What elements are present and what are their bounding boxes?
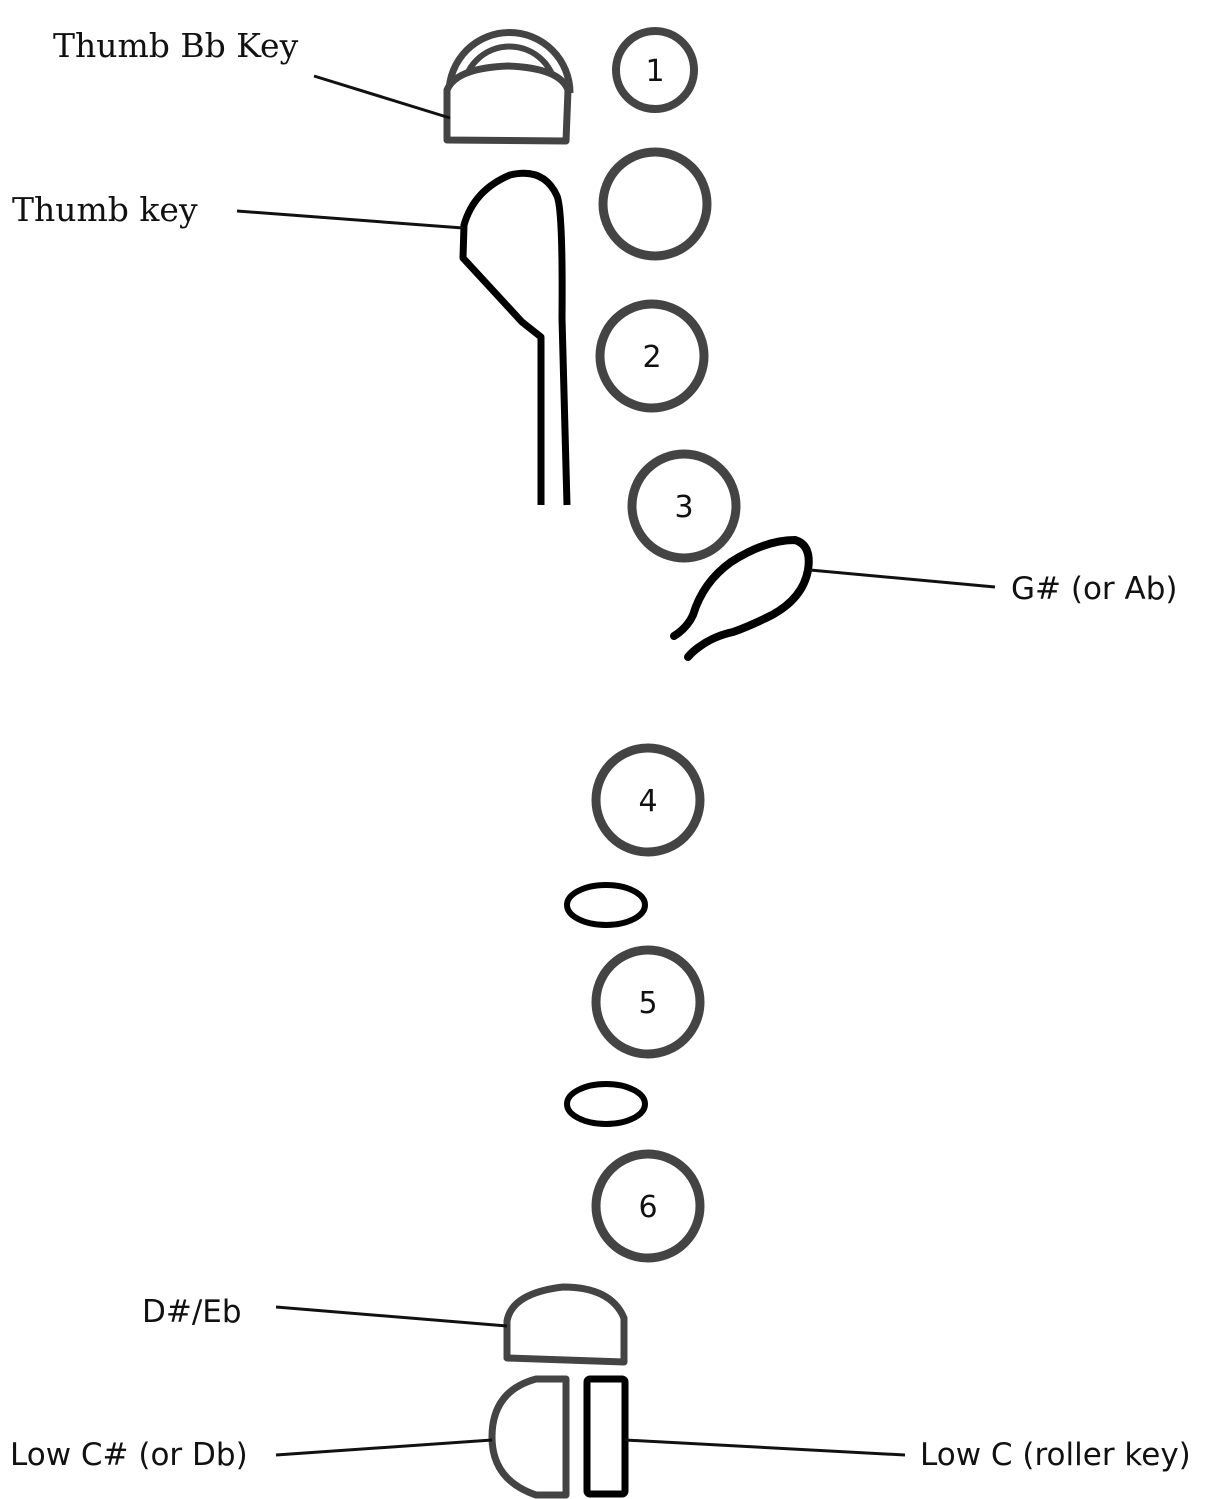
- thumb-key-label: Thumb key: [12, 190, 198, 229]
- tone-hole-6-number: 6: [638, 1190, 657, 1225]
- d-sharp-key: [503, 1283, 628, 1366]
- tone-hole-4-number: 4: [638, 784, 657, 819]
- g-sharp-label: G# (or Ab): [1011, 571, 1178, 607]
- thumb-bb-key-leader: [313, 74, 451, 120]
- tone-hole-3-number: 3: [674, 490, 693, 525]
- low-c-sharp-key: [488, 1375, 570, 1499]
- low-c-leader: [624, 1438, 906, 1457]
- thumb-key: [459, 169, 571, 506]
- thumb-bb-key: [443, 29, 574, 145]
- tone-hole-5-number: 5: [638, 986, 657, 1021]
- tone-hole-4: [591, 743, 705, 857]
- tone-hole-1: [612, 27, 698, 113]
- g-sharp-leader: [809, 568, 996, 589]
- tone-hole-5: [591, 945, 705, 1059]
- thumb-bb-key-pad: [443, 62, 572, 145]
- tone-hole-2: [595, 299, 709, 413]
- small-vent-hole-lower: [564, 1081, 648, 1127]
- d-sharp-label: D#/Eb: [142, 1294, 242, 1330]
- low-c-sharp-label: Low C# (or Db): [10, 1437, 248, 1473]
- g-sharp-key: [670, 536, 813, 661]
- tone-hole-2-number: 2: [642, 340, 661, 375]
- tone-hole-3: [627, 449, 741, 563]
- small-vent-hole-upper: [564, 882, 648, 928]
- tone-hole-6: [591, 1149, 705, 1263]
- thumb-key-leader: [236, 209, 464, 230]
- open-tone-hole: [598, 147, 712, 261]
- low-c-label: Low C (roller key): [920, 1437, 1191, 1473]
- thumb-bb-key-ring: [445, 29, 574, 94]
- low-c-roller-key: [583, 1375, 629, 1498]
- d-sharp-leader: [275, 1305, 508, 1328]
- low-c-sharp-leader: [275, 1438, 493, 1457]
- thumb-bb-key-label: Thumb Bb Key: [53, 26, 299, 65]
- tone-hole-1-number: 1: [645, 54, 664, 89]
